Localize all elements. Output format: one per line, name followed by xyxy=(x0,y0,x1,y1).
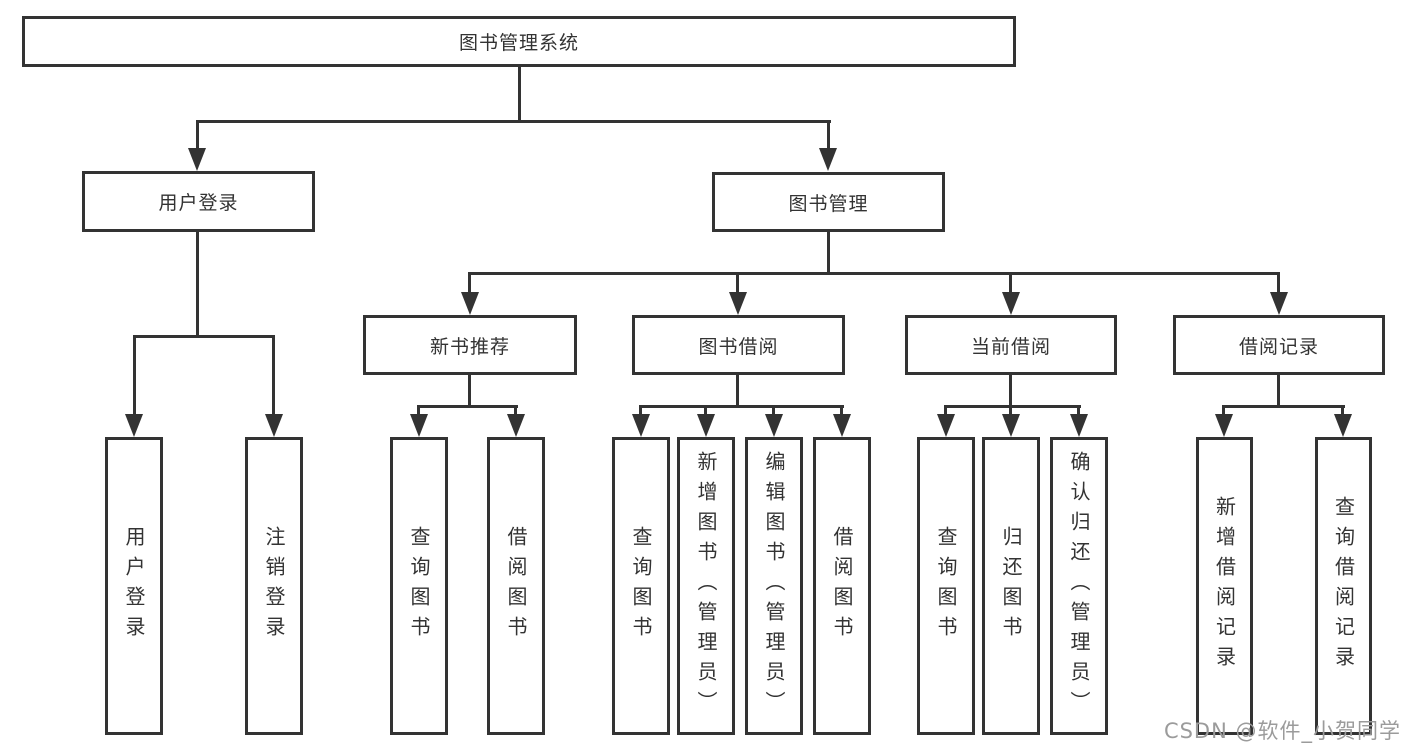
leaf-user-login-label: 用户登录 xyxy=(122,526,146,646)
node-current-borrow: 当前借阅 xyxy=(905,315,1117,375)
connector-level3-bus xyxy=(468,272,1280,275)
leaf-borrow-borrow-books: 借阅图书 xyxy=(813,437,871,735)
node-book-management: 图书管理 xyxy=(712,172,945,232)
arrowhead-down-icon xyxy=(1215,414,1233,437)
connector-drop xyxy=(468,272,471,296)
node-book-borrow: 图书借阅 xyxy=(632,315,845,375)
leaf-current-return-books-label: 归还图书 xyxy=(999,526,1023,646)
leaf-current-query-books-label: 查询图书 xyxy=(934,526,958,646)
leaf-current-confirm-return-admin: 确认归还（管理员） xyxy=(1050,437,1108,735)
arrowhead-down-icon xyxy=(265,414,283,437)
arrowhead-down-icon xyxy=(1002,292,1020,315)
connector-bus xyxy=(944,405,1081,408)
connector-drop xyxy=(1009,272,1012,296)
connector-drop xyxy=(272,335,275,417)
leaf-borrow-query-books: 查询图书 xyxy=(612,437,670,735)
leaf-user-login: 用户登录 xyxy=(105,437,163,735)
arrowhead-down-icon xyxy=(125,414,143,437)
connector-drop xyxy=(417,405,420,418)
node-user-login-label: 用户登录 xyxy=(158,192,239,214)
arrowhead-down-icon xyxy=(765,414,783,437)
connector-drop xyxy=(1277,272,1280,296)
connector-drop xyxy=(514,405,517,418)
leaf-borrow-borrow-books-label: 借阅图书 xyxy=(830,526,854,646)
leaf-borrow-query-books-label: 查询图书 xyxy=(629,526,653,646)
node-borrow-records: 借阅记录 xyxy=(1173,315,1385,375)
leaf-recommend-query-books: 查询图书 xyxy=(390,437,448,735)
connector-bus xyxy=(1223,405,1345,408)
connector-login-bus xyxy=(133,335,275,338)
node-user-login: 用户登录 xyxy=(82,171,315,232)
connector-stem xyxy=(1277,375,1280,406)
connector-level1-bus xyxy=(196,120,831,123)
connector-drop-login xyxy=(196,120,199,150)
connector-drop-management xyxy=(827,120,830,150)
leaf-current-query-books: 查询图书 xyxy=(917,437,975,735)
connector-drop xyxy=(704,405,707,418)
arrowhead-down-icon xyxy=(1070,414,1088,437)
arrowhead-down-icon xyxy=(632,414,650,437)
connector-drop xyxy=(133,335,136,417)
node-current-borrow-label: 当前借阅 xyxy=(970,335,1051,358)
leaf-recommend-query-books-label: 查询图书 xyxy=(407,526,431,646)
leaf-records-query-record-label: 查询借阅记录 xyxy=(1331,496,1356,676)
arrowhead-down-icon xyxy=(833,414,851,437)
arrowhead-down-icon xyxy=(410,414,428,437)
leaf-recommend-borrow-books-label: 借阅图书 xyxy=(504,526,528,646)
leaf-borrow-add-books-admin: 新增图书（管理员） xyxy=(677,437,735,735)
node-new-book-recommend-label: 新书推荐 xyxy=(429,335,510,358)
leaf-current-confirm-return-admin-label: 确认归还（管理员） xyxy=(1067,451,1091,721)
connector-drop xyxy=(1077,405,1080,418)
connector-bus xyxy=(417,405,518,408)
arrowhead-down-icon xyxy=(1002,414,1020,437)
leaf-records-add-record: 新增借阅记录 xyxy=(1196,437,1253,735)
leaf-borrow-add-books-admin-label: 新增图书（管理员） xyxy=(694,451,718,721)
connector-drop xyxy=(944,405,947,418)
connector-drop xyxy=(1341,405,1344,418)
arrowhead-down-icon xyxy=(697,414,715,437)
connector-stem xyxy=(736,375,739,406)
connector-login-stem xyxy=(196,232,199,336)
connector-drop xyxy=(1222,405,1225,418)
leaf-records-add-record-label: 新增借阅记录 xyxy=(1212,496,1237,676)
arrowhead-down-icon xyxy=(1334,414,1352,437)
arrowhead-down-icon xyxy=(937,414,955,437)
connector-drop xyxy=(772,405,775,418)
leaf-recommend-borrow-books: 借阅图书 xyxy=(487,437,545,735)
connector-drop xyxy=(840,405,843,418)
connector-stem xyxy=(1009,375,1012,406)
arrowhead-down-icon xyxy=(819,148,837,171)
node-book-management-label: 图书管理 xyxy=(788,192,869,215)
connector-drop xyxy=(1009,405,1012,418)
connector-bus xyxy=(639,405,844,408)
connector-stem xyxy=(468,375,471,406)
connector-drop xyxy=(736,272,739,296)
node-book-borrow-label: 图书借阅 xyxy=(698,335,779,358)
connector-management-stem xyxy=(827,232,830,274)
connector-root-stem xyxy=(518,67,521,120)
leaf-borrow-edit-books-admin: 编辑图书（管理员） xyxy=(745,437,803,735)
node-root-label: 图书管理系统 xyxy=(458,32,579,54)
arrowhead-down-icon xyxy=(729,292,747,315)
node-borrow-records-label: 借阅记录 xyxy=(1238,335,1319,358)
csdn-watermark: CSDN @软件_小贺同学 xyxy=(1163,719,1401,743)
node-new-book-recommend: 新书推荐 xyxy=(363,315,577,375)
leaf-borrow-edit-books-admin-label: 编辑图书（管理员） xyxy=(762,451,786,721)
leaf-logout: 注销登录 xyxy=(245,437,303,735)
arrowhead-down-icon xyxy=(1270,292,1288,315)
arrowhead-down-icon xyxy=(461,292,479,315)
leaf-current-return-books: 归还图书 xyxy=(982,437,1040,735)
connector-drop xyxy=(639,405,642,418)
leaf-records-query-record: 查询借阅记录 xyxy=(1315,437,1372,735)
arrowhead-down-icon xyxy=(188,148,206,171)
arrowhead-down-icon xyxy=(507,414,525,437)
node-root-system: 图书管理系统 xyxy=(22,16,1016,67)
leaf-logout-label: 注销登录 xyxy=(262,526,286,646)
